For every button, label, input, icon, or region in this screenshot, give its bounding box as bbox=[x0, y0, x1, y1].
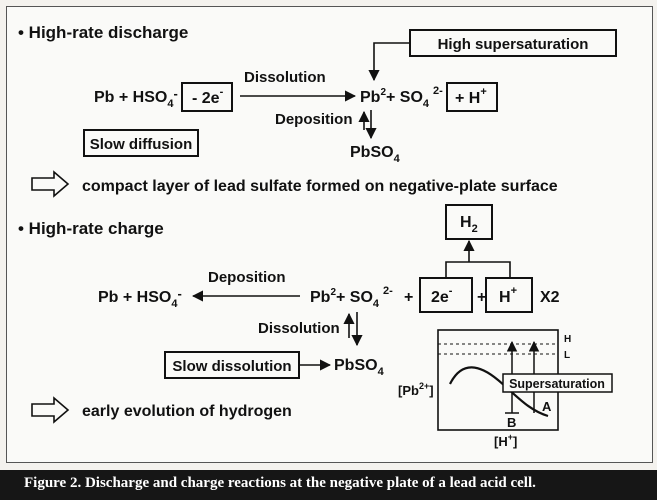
charge-result-arrow-icon bbox=[31, 396, 70, 424]
charge-proton-box bbox=[485, 277, 533, 313]
discharge-heading: • High-rate discharge bbox=[18, 23, 188, 42]
discharge-result-arrow-icon bbox=[31, 170, 70, 198]
level-h-label: H bbox=[564, 334, 571, 345]
discharge-proton-box bbox=[446, 82, 498, 112]
discharge-electrons-box bbox=[181, 82, 233, 112]
charge-pb-hso4: Pb + HSO4- bbox=[98, 286, 182, 310]
discharge-pbso4: PbSO4 bbox=[350, 144, 401, 165]
charge-heading: • High-rate charge bbox=[18, 219, 164, 238]
reaction-diagram: • High-rate discharge High supersaturati… bbox=[18, 23, 617, 449]
inset-x-label: [H+] bbox=[494, 432, 517, 449]
charge-dissolution-label: Dissolution bbox=[258, 320, 340, 337]
inset-y-label: [Pb2+] bbox=[398, 381, 434, 398]
discharge-electrons-label: - 2e- bbox=[192, 86, 224, 107]
h2-label: H2 bbox=[460, 214, 478, 235]
slow-diffusion-box bbox=[83, 129, 199, 157]
charge-result: early evolution of hydrogen bbox=[82, 403, 292, 420]
charge-plus-2: + bbox=[477, 289, 486, 306]
high-supersaturation-label: High supersaturation bbox=[438, 36, 589, 53]
charge-proton-label: H+ bbox=[499, 285, 517, 306]
supersaturation-box bbox=[502, 373, 613, 393]
supersaturation-arrow bbox=[368, 42, 410, 82]
charge-reactants: Pb2+ SO42- bbox=[310, 285, 393, 310]
charge-multiplier: X2 bbox=[540, 289, 560, 306]
slow-diffusion-label: Slow diffusion bbox=[90, 136, 193, 153]
charge-deposition-label: Deposition bbox=[208, 269, 286, 286]
discharge-pb-hso4: Pb + HSO4- bbox=[94, 86, 178, 110]
discharge-dissolution-label: Dissolution bbox=[244, 69, 326, 86]
point-b-label: B bbox=[507, 415, 516, 430]
level-l-label: L bbox=[564, 350, 570, 361]
point-a-label: A bbox=[542, 399, 552, 414]
solubility-curve bbox=[449, 366, 549, 418]
discharge-deposition-label: Deposition bbox=[275, 111, 353, 128]
discharge-proton-label: + H+ bbox=[455, 86, 487, 107]
slow-dissolution-label: Slow dissolution bbox=[172, 358, 291, 375]
slow-dissolution-box bbox=[164, 351, 300, 379]
charge-electrons-label: 2e- bbox=[431, 285, 453, 306]
supersaturation-label: Supersaturation bbox=[509, 377, 605, 391]
h2-bracket bbox=[445, 261, 511, 278]
discharge-result: compact layer of lead sulfate formed on … bbox=[82, 178, 558, 195]
discharge-products: Pb2+ SO42- bbox=[360, 85, 443, 110]
charge-electrons-box bbox=[419, 277, 473, 313]
figure-caption: Figure 2. Discharge and charge reactions… bbox=[24, 475, 536, 491]
charge-pbso4: PbSO4 bbox=[334, 357, 385, 378]
h2-box bbox=[445, 204, 493, 240]
figure-caption-bar: Figure 2. Discharge and charge reactions… bbox=[0, 470, 657, 500]
charge-plus-1: + bbox=[404, 289, 413, 306]
